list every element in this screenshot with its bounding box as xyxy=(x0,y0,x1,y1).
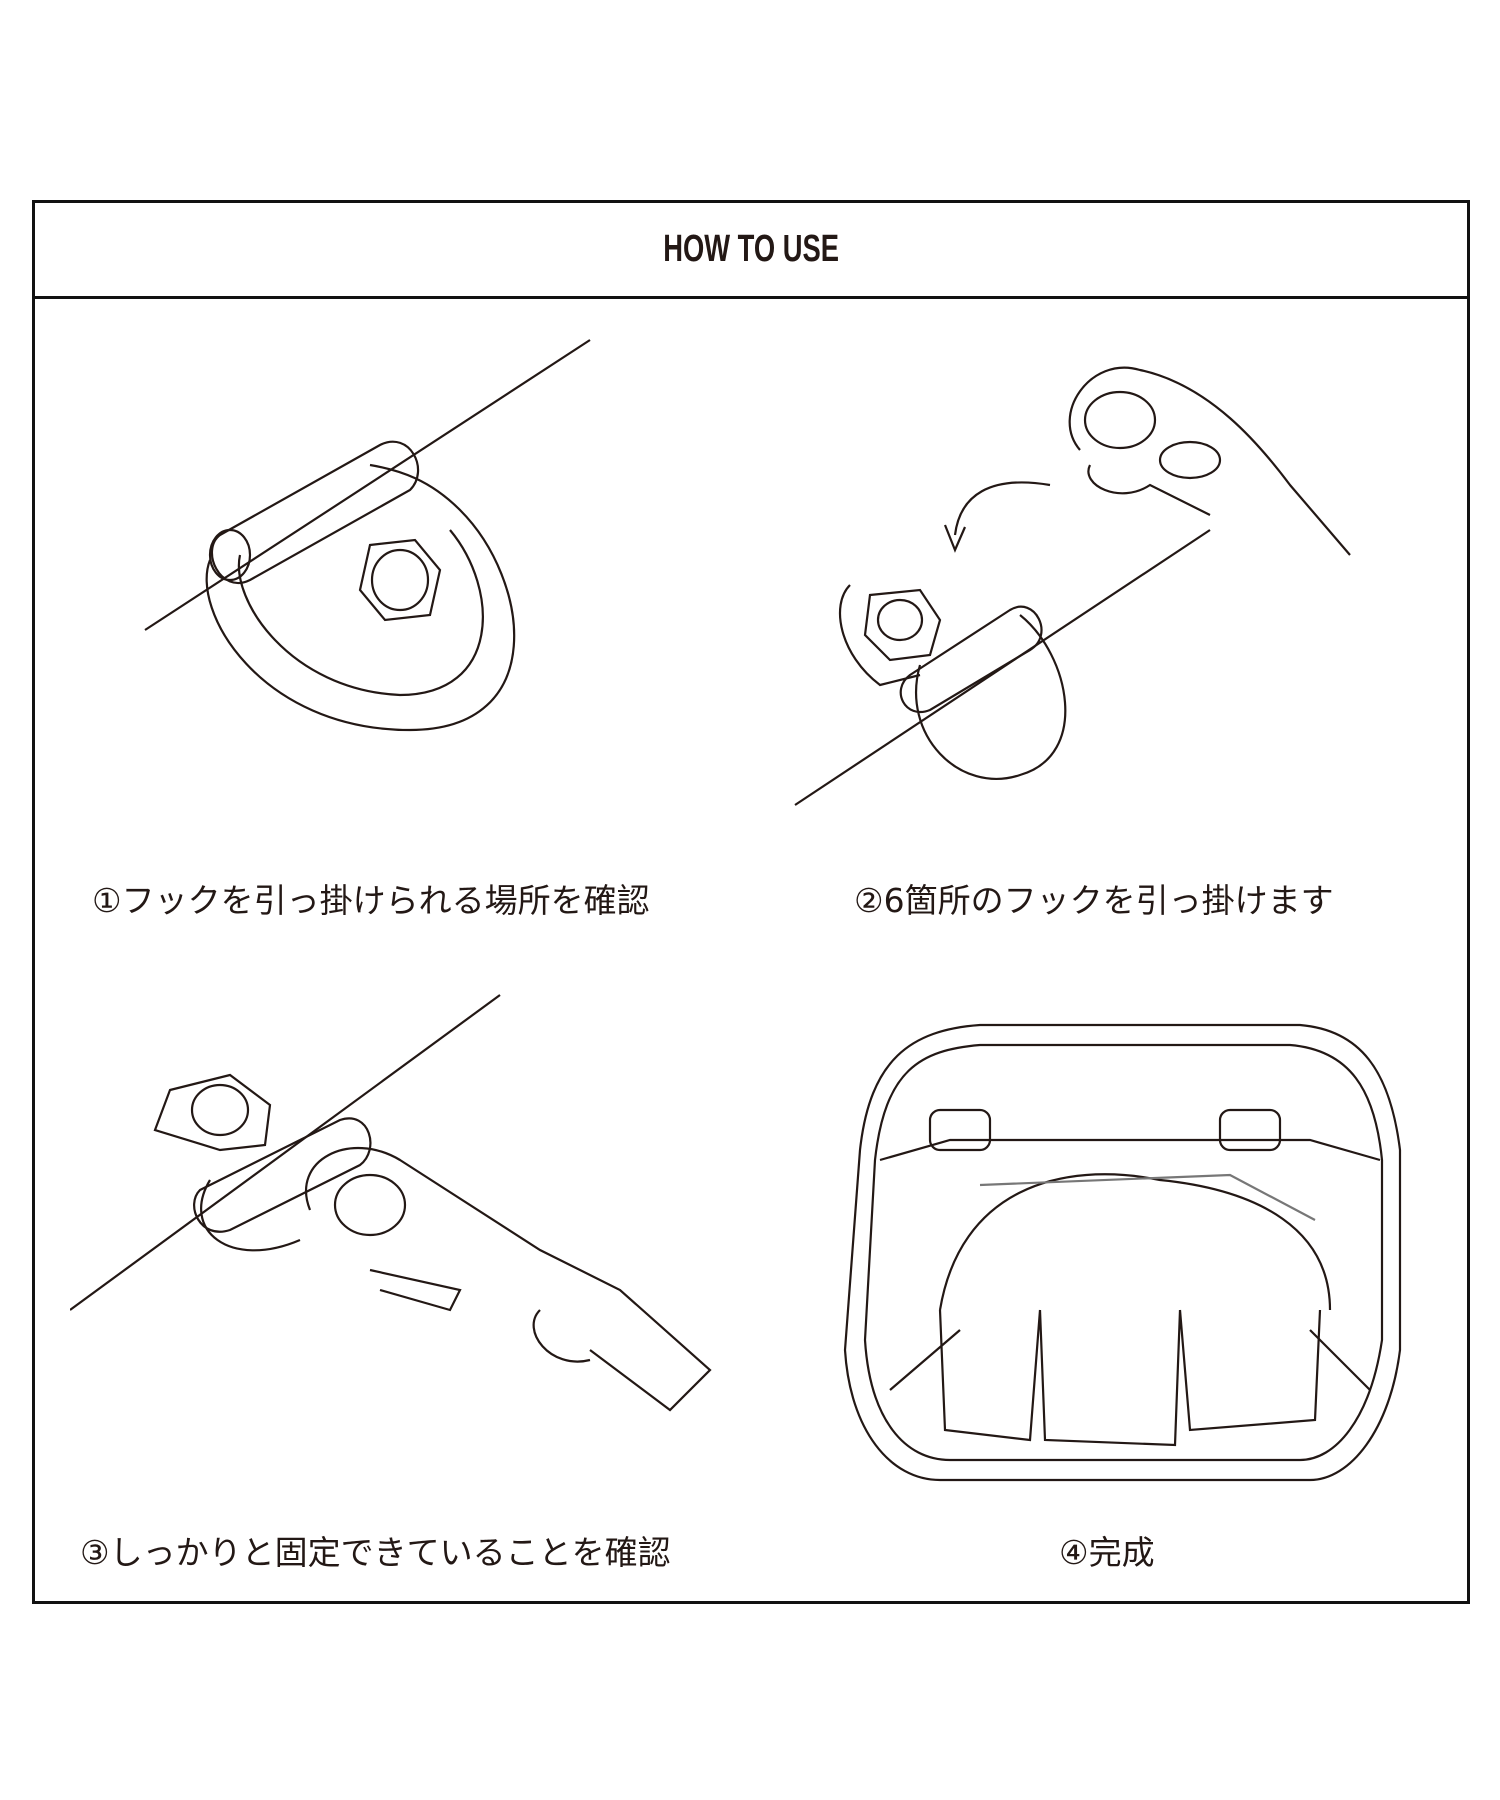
step2-caption: ②6箇所のフックを引っ掛けます xyxy=(854,881,1334,920)
how-to-use-panel: HOW TO USE xyxy=(32,200,1470,1604)
step1-hook-illustration xyxy=(144,339,591,732)
header: HOW TO USE xyxy=(35,203,1467,299)
step3-hook-illustration xyxy=(70,994,712,1412)
step2-hook-illustration xyxy=(794,366,1351,806)
page-title: HOW TO USE xyxy=(663,228,839,270)
step4-caption: ④完成 xyxy=(1059,1533,1155,1572)
step3-caption: ③しっかりと固定できていることを確認 xyxy=(80,1533,671,1572)
step1-caption: ①フックを引っ掛けられる場所を確認 xyxy=(92,881,650,920)
step4-car-trunk-illustration xyxy=(843,1023,1402,1482)
